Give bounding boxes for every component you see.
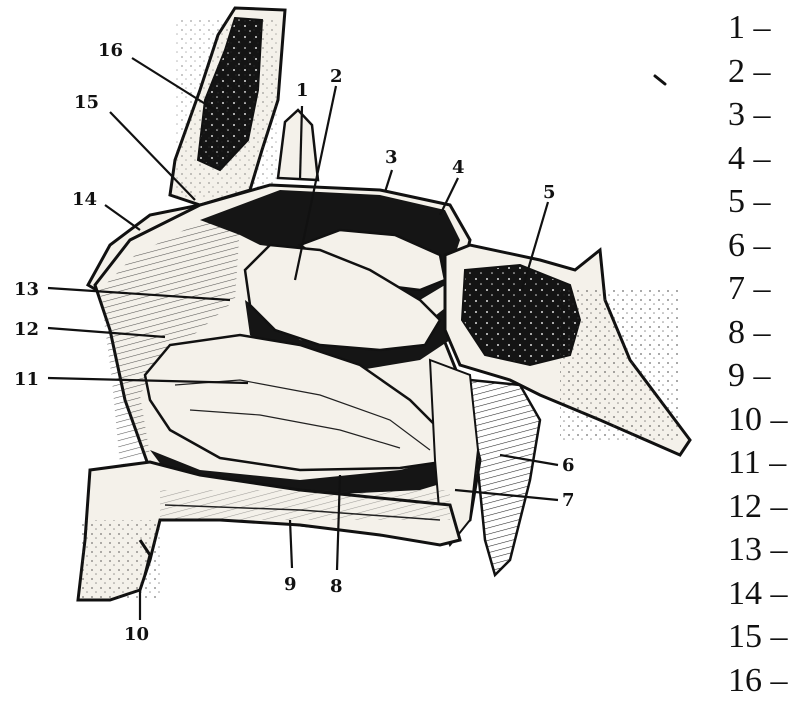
legend-dash: –: [769, 444, 786, 481]
legend-item: 3 –: [728, 93, 800, 137]
legend-dash: –: [754, 96, 771, 133]
callout-12: 12: [14, 319, 39, 340]
legend-item: 9 –: [728, 354, 800, 398]
legend-item: 6 –: [728, 224, 800, 268]
legend-dash: –: [754, 140, 771, 177]
legend-item: 15 –: [728, 615, 800, 659]
legend-dash: –: [754, 270, 771, 307]
legend-number: 14: [728, 575, 762, 612]
crista-galli: [278, 110, 318, 180]
pterygoid-plate: [470, 380, 540, 575]
legend-item: 4 –: [728, 137, 800, 181]
callout-9: 9: [284, 574, 297, 595]
legend-number: 3: [728, 96, 745, 133]
callout-3: 3: [385, 147, 398, 168]
legend-item: 14 –: [728, 572, 800, 616]
legend-number: 8: [728, 314, 745, 351]
legend-dash: –: [754, 53, 771, 90]
legend-item: 7 –: [728, 267, 800, 311]
callout-1: 1: [296, 80, 309, 101]
legend-dash: –: [771, 531, 788, 568]
legend-dash: –: [754, 314, 771, 351]
legend-item: 2 –: [728, 50, 800, 94]
legend-dash: –: [771, 662, 788, 699]
callout-15: 15: [74, 92, 99, 113]
callout-7: 7: [562, 490, 575, 511]
legend-item: 8 –: [728, 311, 800, 355]
legend-item: 12 –: [728, 485, 800, 529]
callout-5: 5: [543, 182, 556, 203]
legend-number: 16: [728, 662, 762, 699]
legend-item: 5 –: [728, 180, 800, 224]
legend-number: 2: [728, 53, 745, 90]
stray-mark: [655, 76, 665, 84]
legend-item: 11 –: [728, 441, 800, 485]
legend-number: 10: [728, 401, 762, 438]
legend-dash: –: [754, 357, 771, 394]
legend-number: 9: [728, 357, 745, 394]
legend-number: 5: [728, 183, 745, 220]
callout-2: 2: [330, 66, 343, 87]
callout-16: 16: [98, 40, 123, 61]
legend-number: 12: [728, 488, 762, 525]
legend-dash: –: [771, 401, 788, 438]
legend-dash: –: [771, 618, 788, 655]
callout-8: 8: [330, 576, 343, 597]
legend-number: 1: [728, 9, 745, 46]
callout-4: 4: [452, 157, 465, 178]
callout-6: 6: [562, 455, 575, 476]
legend-number: 4: [728, 140, 745, 177]
legend-number: 7: [728, 270, 745, 307]
legend-number: 11: [728, 444, 761, 481]
legend-item: 16 –: [728, 659, 800, 702]
legend-item: 13 –: [728, 528, 800, 572]
legend-number: 13: [728, 531, 762, 568]
callout-14: 14: [72, 189, 97, 210]
legend-dash: –: [771, 575, 788, 612]
legend-key: 1 –2 –3 –4 –5 –6 –7 –8 –9 –10 –11 –12 –1…: [728, 6, 800, 702]
callout-13: 13: [14, 279, 39, 300]
nasal-cavity-illustration: 1 2 3 4 5 6 7 8 9 10 11 12 13 14 15 16: [0, 0, 720, 689]
legend-dash: –: [771, 488, 788, 525]
legend-item: 1 –: [728, 6, 800, 50]
frontal-region: [170, 8, 285, 205]
legend-dash: –: [754, 9, 771, 46]
legend-number: 6: [728, 227, 745, 264]
callout-10: 10: [124, 624, 149, 645]
legend-dash: –: [754, 183, 771, 220]
legend-number: 15: [728, 618, 762, 655]
legend-item: 10 –: [728, 398, 800, 442]
legend-dash: –: [754, 227, 771, 264]
callout-11: 11: [14, 369, 39, 390]
